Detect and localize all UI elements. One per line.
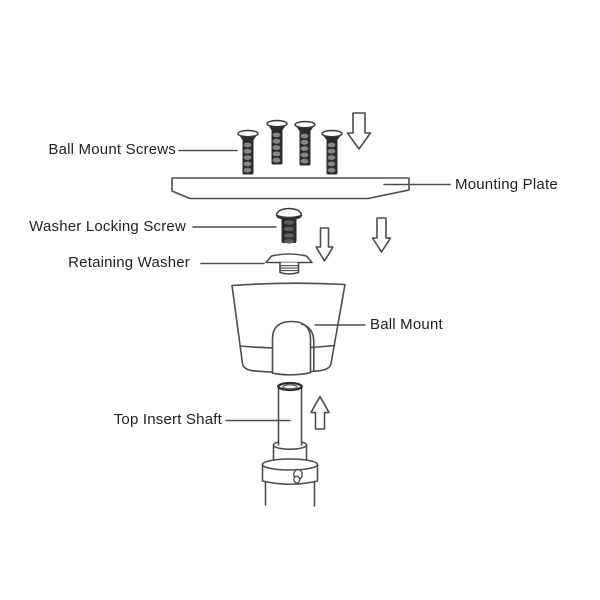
countersunk-screw	[321, 129, 343, 176]
down-arrow-icon	[315, 227, 334, 262]
collar-shape	[261, 458, 319, 471]
label-ball-mount: Ball Mount	[370, 316, 443, 333]
label-retaining-washer: Retaining Washer	[68, 254, 190, 271]
down-arrow-icon	[346, 112, 372, 150]
top-insert-shaft-illustration	[261, 381, 319, 507]
arch-cutout	[271, 320, 312, 376]
ball-mount-screws-illustration	[237, 119, 343, 176]
countersunk-screw	[294, 120, 316, 167]
retaining-washer-illustration	[265, 253, 313, 275]
up-arrow-icon	[310, 395, 330, 430]
arch-depth-line	[300, 323, 315, 372]
label-mounting-plate: Mounting Plate	[455, 176, 558, 193]
countersunk-screw	[266, 119, 288, 166]
label-top-insert-shaft: Top Insert Shaft	[113, 411, 222, 428]
label-ball-mount-screws: Ball Mount Screws	[48, 141, 176, 158]
washer-locking-screw-illustration	[275, 207, 303, 244]
countersunk-screw	[237, 129, 259, 176]
down-arrow-icon	[371, 217, 392, 253]
shaft-inner-rim	[282, 384, 298, 390]
ball-mount-illustration	[231, 282, 346, 376]
mounting-plate-shape	[171, 177, 410, 200]
set-screw-detail	[293, 475, 301, 484]
label-washer-locking-screw: Washer Locking Screw	[29, 218, 186, 235]
